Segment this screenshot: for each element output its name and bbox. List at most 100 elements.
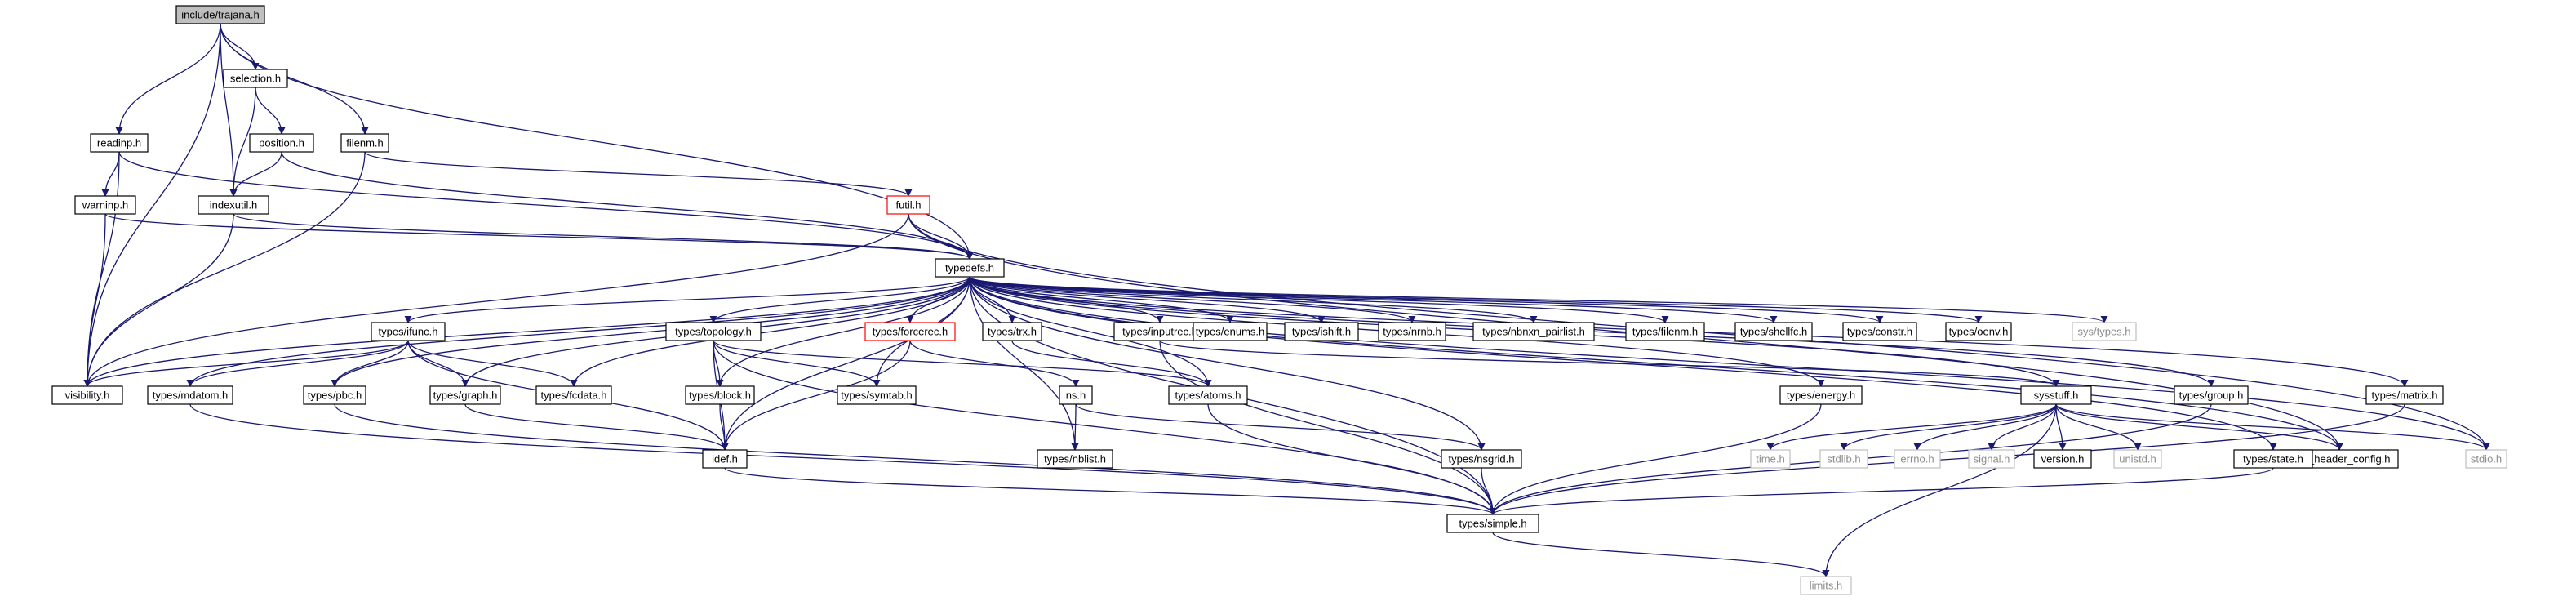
node-box (74, 195, 136, 215)
node-trx[interactable]: types/trx.h (982, 322, 1042, 341)
node-state[interactable]: types/state.h (2233, 449, 2313, 469)
edge-ifunc-to-fcdata (407, 340, 578, 387)
node-warninp[interactable]: warninp.h (74, 195, 136, 215)
node-label: errno.h (1900, 453, 1934, 465)
node-energy[interactable]: types/energy.h (1779, 385, 1863, 405)
node-selection[interactable]: selection.h (223, 69, 288, 88)
node-label: types/shellfc.h (1740, 326, 1807, 338)
edge-indexutil-to-visibility (83, 213, 234, 387)
node-mdatom[interactable]: types/mdatom.h (147, 385, 233, 405)
node-futil[interactable]: futil.h (886, 195, 930, 215)
edge-sysstuff-to-timeh (1766, 403, 2057, 451)
node-ifunc[interactable]: types/ifunc.h (371, 322, 446, 341)
edge-ifunc-to-graph (407, 340, 469, 387)
node-forcerec[interactable]: types/forcerec.h (864, 322, 956, 341)
node-unistd[interactable]: unistd.h (2113, 449, 2162, 469)
node-inputrec[interactable]: types/inputrec.h (1113, 322, 1206, 341)
node-label: readinp.h (97, 137, 141, 149)
node-fcdata[interactable]: types/fcdata.h (535, 385, 612, 405)
node-label: ns.h (1066, 390, 1086, 402)
edge-inputrec-to-simple (1159, 340, 1497, 515)
node-label: types/oenv.h (1949, 326, 2009, 338)
node-label: types/ifunc.h (379, 326, 438, 338)
node-shellfc[interactable]: types/shellfc.h (1734, 322, 1813, 341)
node-group[interactable]: types/group.h (2174, 385, 2249, 405)
node-errno[interactable]: errno.h (1894, 449, 1941, 469)
node-box (1472, 322, 1595, 341)
node-limits[interactable]: limits.h (1800, 576, 1852, 595)
node-box (429, 385, 501, 405)
edge-graph-to-idef (464, 403, 729, 451)
node-sysstuff[interactable]: sysstuff.h (2020, 385, 2092, 405)
node-readinp[interactable]: readinp.h (90, 133, 149, 153)
node-box (665, 322, 762, 341)
node-label: stdlib.h (1827, 453, 1860, 465)
node-nbnxn[interactable]: types/nbnxn_pairlist.h (1472, 322, 1595, 341)
node-label: gmx_header_config.h (2288, 453, 2390, 465)
node-nsgrid[interactable]: types/nsgrid.h (1441, 449, 1522, 469)
node-label: filenm.h (346, 137, 384, 149)
node-box (886, 195, 930, 215)
node-ns[interactable]: ns.h (1059, 385, 1093, 405)
node-box (935, 258, 1005, 278)
node-stdio[interactable]: stdio.h (2465, 449, 2507, 469)
edge-selection-to-indexutil (229, 87, 256, 197)
node-box (340, 133, 389, 153)
node-label: types/nrnb.h (1383, 326, 1441, 338)
node-trajana[interactable]: include/trajana.h (175, 5, 265, 24)
node-idef[interactable]: idef.h (702, 449, 748, 469)
node-box (2465, 449, 2507, 469)
edge-forcerec-to-idef (721, 340, 911, 451)
node-graph[interactable]: types/graph.h (429, 385, 501, 405)
node-box (198, 195, 269, 215)
edge-sysstuff-to-unistd (2055, 403, 2142, 451)
node-ishift[interactable]: types/ishift.h (1284, 322, 1359, 341)
node-label: types/filenm.h (1632, 326, 1698, 338)
node-oenv[interactable]: types/oenv.h (1945, 322, 2012, 341)
edge-topology-to-atoms (713, 340, 1212, 387)
node-box (2020, 385, 2092, 405)
node-systypes[interactable]: sys/types.h (2072, 322, 2137, 341)
node-label: idef.h (712, 453, 738, 465)
node-simple[interactable]: types/simple.h (1446, 514, 1539, 533)
node-atoms[interactable]: types/atoms.h (1168, 385, 1248, 405)
edge-ns-to-nblist (1071, 403, 1079, 451)
node-nblist[interactable]: types/nblist.h (1037, 449, 1113, 469)
node-label: types/group.h (2179, 390, 2244, 402)
node-timeh[interactable]: time.h (1750, 449, 1791, 469)
edge-trajana-to-visibility (83, 23, 221, 387)
node-pbc[interactable]: types/pbc.h (303, 385, 366, 405)
node-box (2033, 449, 2092, 469)
node-enums[interactable]: types/enums.h (1193, 322, 1268, 341)
node-box (1168, 385, 1248, 405)
node-topology[interactable]: types/topology.h (665, 322, 762, 341)
node-block[interactable]: types/block.h (685, 385, 755, 405)
node-filenm[interactable]: filenm.h (340, 133, 389, 153)
node-indexutil[interactable]: indexutil.h (198, 195, 269, 215)
node-matrix[interactable]: types/matrix.h (2365, 385, 2444, 405)
node-signal[interactable]: signal.h (1968, 449, 2015, 469)
node-label: types/simple.h (1459, 518, 1526, 530)
node-tfilenm[interactable]: types/filenm.h (1625, 322, 1705, 341)
node-version[interactable]: version.h (2033, 449, 2092, 469)
node-stdlib[interactable]: stdlib.h (1819, 449, 1868, 469)
node-label: sys/types.h (2077, 326, 2130, 338)
node-box (249, 133, 314, 153)
edge-mdatom-to-simple (189, 403, 1497, 515)
node-label: position.h (259, 137, 304, 149)
node-box (1059, 385, 1093, 405)
node-label: types/mdatom.h (153, 390, 229, 402)
node-typedefs[interactable]: typedefs.h (935, 258, 1005, 278)
node-position[interactable]: position.h (249, 133, 314, 153)
edge-pbc-to-simple (334, 403, 1497, 515)
edge-inputrec-to-sysstuff (1159, 340, 2060, 387)
edge-warninp-to-visibility (83, 213, 106, 387)
node-box (1819, 449, 1868, 469)
node-constr[interactable]: types/constr.h (1842, 322, 1917, 341)
node-visibility[interactable]: visibility.h (51, 385, 123, 405)
node-symtab[interactable]: types/symtab.h (837, 385, 917, 405)
node-nrnb[interactable]: types/nrnb.h (1378, 322, 1446, 341)
node-label: selection.h (230, 73, 281, 85)
node-label: futil.h (895, 199, 921, 211)
